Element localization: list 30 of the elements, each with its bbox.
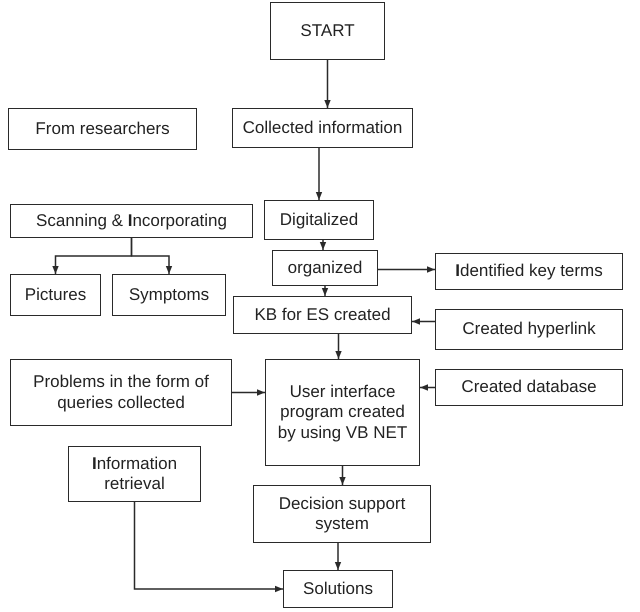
process-box: Scanning & Incorporating [10,204,253,238]
process-box: Collected information [232,108,413,148]
process-box: Problems in the form of queries collected [10,359,232,426]
arrow [339,466,346,485]
process-box: Symptoms [112,274,226,316]
arrow [134,502,283,592]
process-box: organized [272,250,378,286]
process-box: Identified key terms [435,253,623,290]
arrow [378,266,435,273]
process-box: START [270,2,385,60]
process-box: Solutions [283,570,393,608]
arrow [320,240,326,250]
process-box: Digitalized [264,200,374,240]
arrow [322,286,328,296]
arrow [412,318,435,325]
arrow [334,543,342,570]
process-box: KB for ES created [233,296,412,334]
arrow [420,384,435,391]
process-box: Created hyperlink [435,309,623,350]
arrow [324,60,331,108]
arrow [335,334,342,359]
arrow [316,148,322,200]
arrow [232,389,265,396]
arrow [130,238,172,274]
process-box: Created database [435,369,623,406]
process-box: Information retrieval [68,446,201,502]
process-box: Pictures [10,274,101,316]
process-box: Decision support system [253,485,431,543]
process-box: User interface program created by using VB NET [265,359,420,466]
process-box: From researchers [8,108,197,150]
